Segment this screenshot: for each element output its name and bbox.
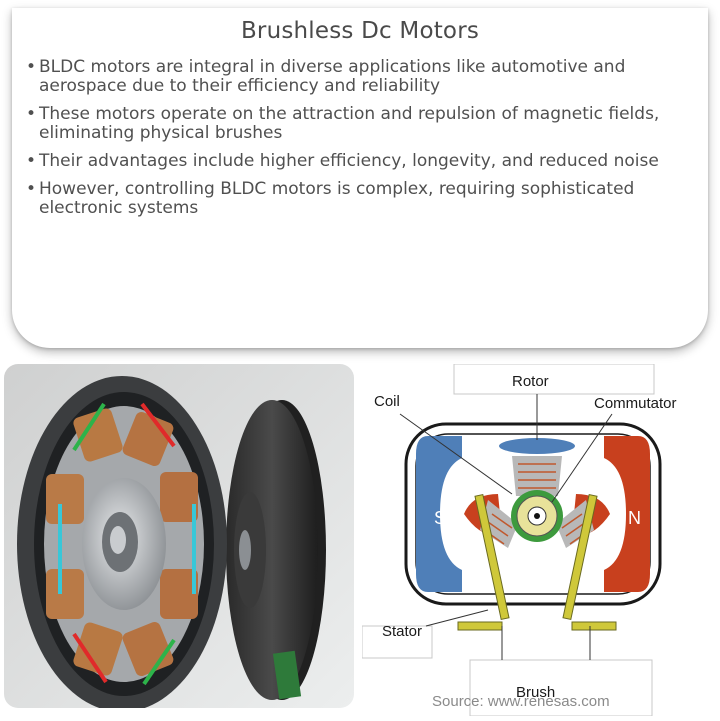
- coil-label: Coil: [374, 393, 400, 410]
- north-pole-label: N: [628, 508, 641, 528]
- south-pole: S: [416, 436, 462, 592]
- magnetic-field-arrows: [58, 402, 196, 686]
- rotor-cap: [226, 400, 326, 700]
- commutator-label: Commutator: [594, 395, 677, 412]
- stator-label: Stator: [382, 623, 422, 640]
- commutator: [511, 490, 563, 542]
- motor-photo: [4, 364, 354, 708]
- bullet-list: BLDC motors are integral in diverse appl…: [26, 58, 702, 227]
- center-hub: [82, 478, 166, 610]
- brush-label: Brush: [516, 684, 555, 701]
- south-pole-label: S: [434, 508, 446, 528]
- bldc-diagram: S N: [361, 363, 720, 717]
- stator-label-box: [361, 625, 433, 659]
- north-pole: N: [604, 436, 650, 592]
- leader-lines: [399, 394, 613, 660]
- source-credit: Source: www.renesas.com: [432, 693, 610, 710]
- brushes: [457, 493, 617, 631]
- bullet-item: These motors operate on the attraction a…: [26, 105, 702, 143]
- bullet-item: However, controlling BLDC motors is comp…: [26, 180, 702, 218]
- bullet-item: BLDC motors are integral in diverse appl…: [26, 58, 702, 96]
- bullet-item: Their advantages include higher efficien…: [26, 152, 702, 172]
- rotor-label-box: [453, 363, 655, 395]
- page-title: Brushless Dc Motors: [240, 18, 480, 44]
- motor-illustration: [4, 364, 354, 708]
- rotor-label: Rotor: [512, 373, 549, 390]
- motor-schematic: S N: [361, 363, 677, 717]
